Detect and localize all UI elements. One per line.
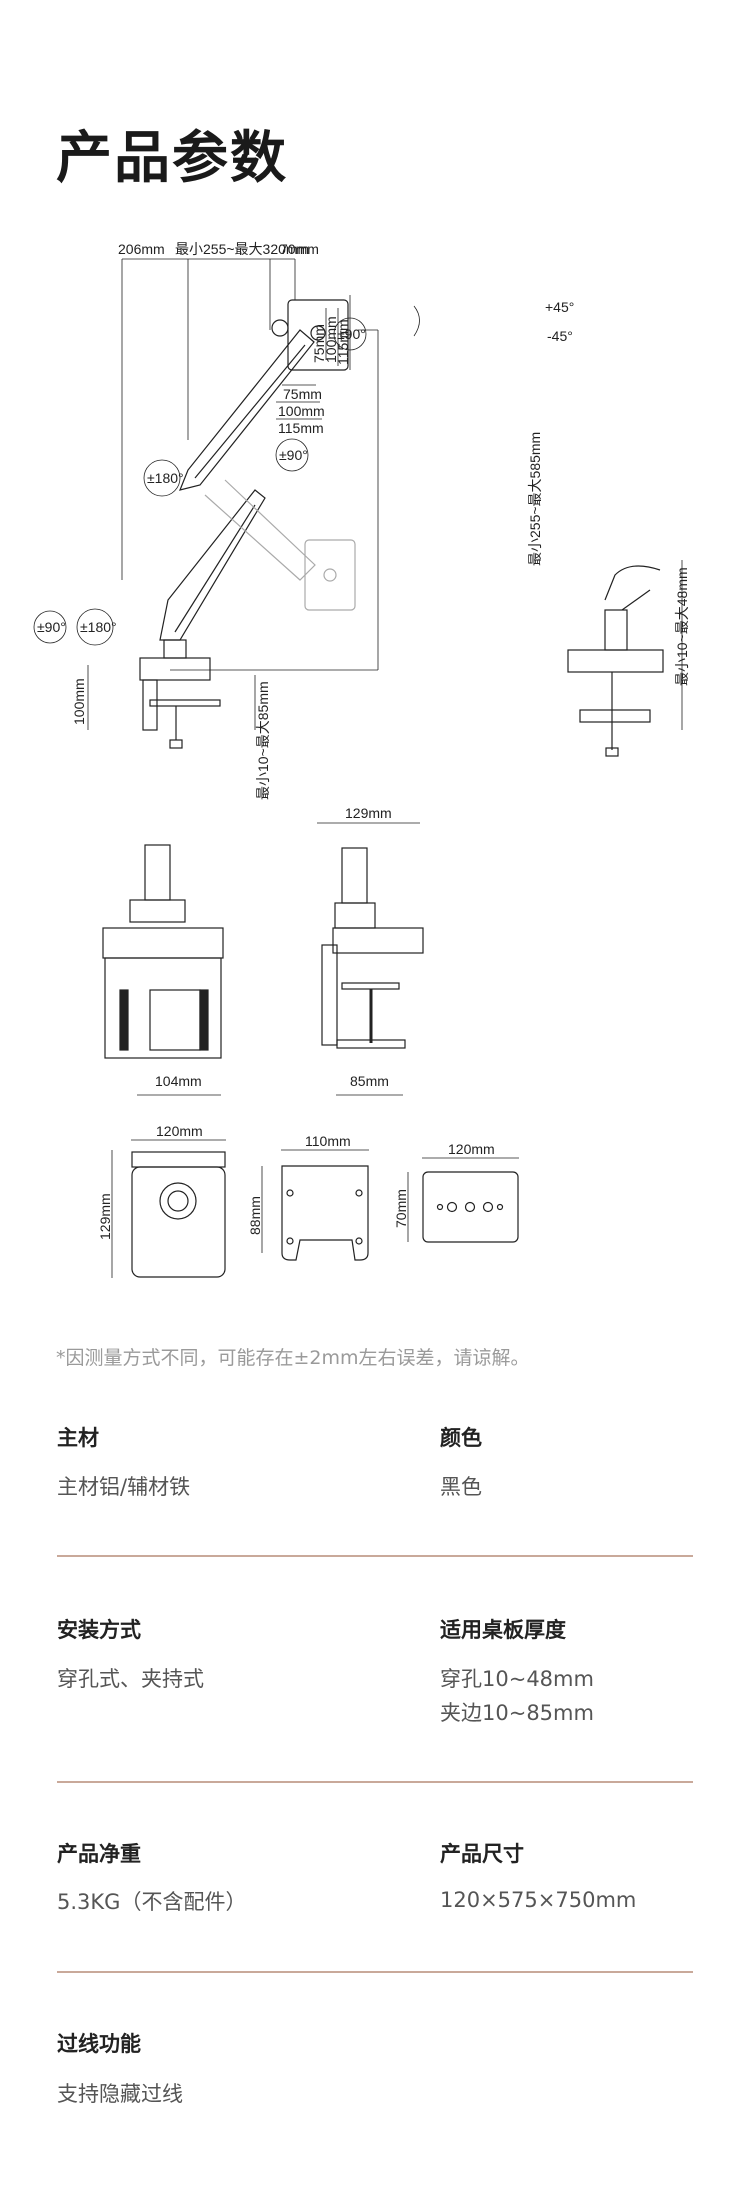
spec-label-desk-thickness: 适用桌板厚度 [440,1618,566,1642]
height-range: 最小255~最大585mm [527,432,543,566]
side-view-drawing [317,822,424,1096]
monitor-arm-drawing [139,299,356,749]
vesa-v-100: 100mm [323,316,339,363]
measurement-note: *因测量方式不同，可能存在±2mm左右误差，请谅解。 [56,1347,530,1369]
dim-70: 70mm [280,241,319,257]
base-depth: 129mm [97,1193,113,1240]
spec-label-install: 安装方式 [57,1618,141,1642]
vesa-h-115: 115mm [278,420,324,436]
dim-arm-reach: 最小255~最大320mm [175,241,309,257]
spec-label-material: 主材 [57,1426,99,1450]
spec-value-clamp: 夹边10~85mm [440,1701,594,1725]
bracket-drawing [261,1149,369,1261]
rotation-base-90: ±90° [37,619,66,635]
front-view-drawing [102,844,224,1096]
spec-value-install: 穿孔式、夹持式 [57,1667,204,1691]
clamp-range: 最小10~最大85mm [255,681,271,800]
spec-label-weight: 产品净重 [57,1842,141,1866]
vesa-v-75: 75mm [311,324,327,363]
rotation-swivel: ±90° [279,447,308,463]
dimension-lines [87,258,683,730]
spec-label-cable: 过线功能 [57,2032,141,2056]
page-title: 产品参数 [56,126,288,191]
spec-value-grommet: 穿孔10~48mm [440,1667,594,1691]
rotation-head: ±90° [337,326,366,342]
base-width: 120mm [156,1123,203,1139]
dimension-diagram: 206mm 最小255~最大320mm 70mm 75mm 100mm 115m… [33,241,690,1278]
grommet-mount-drawing [567,565,664,757]
vesa-v-115: 115mm [335,319,351,365]
rotation-elbow: ±180° [147,470,184,486]
front-width: 104mm [155,1073,202,1089]
rotation-base-180: ±180° [80,619,117,635]
side-depth: 85mm [350,1073,389,1089]
bracket-width: 110mm [305,1133,351,1149]
spec-value-weight: 5.3KG（不含配件） [57,1890,247,1914]
plate-drawing [407,1157,519,1243]
plate-height: 70mm [393,1189,409,1228]
side-width: 129mm [345,805,392,821]
vesa-h-75: 75mm [283,386,322,402]
rotation-icon-circles [33,317,367,646]
divider [57,1971,693,1973]
clamp-height: 100mm [71,678,87,725]
divider [57,1555,693,1557]
grommet-range: 最小10~最大48mm [674,567,690,686]
spec-value-material: 主材铝/辅材铁 [57,1475,191,1499]
base-top-drawing [111,1139,226,1278]
bracket-height: 88mm [247,1196,263,1235]
spec-label-size: 产品尺寸 [440,1842,524,1866]
spec-value-color: 黑色 [440,1475,482,1499]
tilt-down: -45° [547,328,573,344]
divider [57,1781,693,1783]
spec-label-color: 颜色 [440,1426,482,1450]
spec-value-cable: 支持隐藏过线 [57,2082,183,2106]
spec-value-size: 120×575×750mm [440,1888,637,1912]
tilt-up: +45° [545,299,574,315]
dim-206: 206mm [118,241,165,257]
plate-width: 120mm [448,1141,495,1157]
vesa-h-100: 100mm [278,403,325,419]
